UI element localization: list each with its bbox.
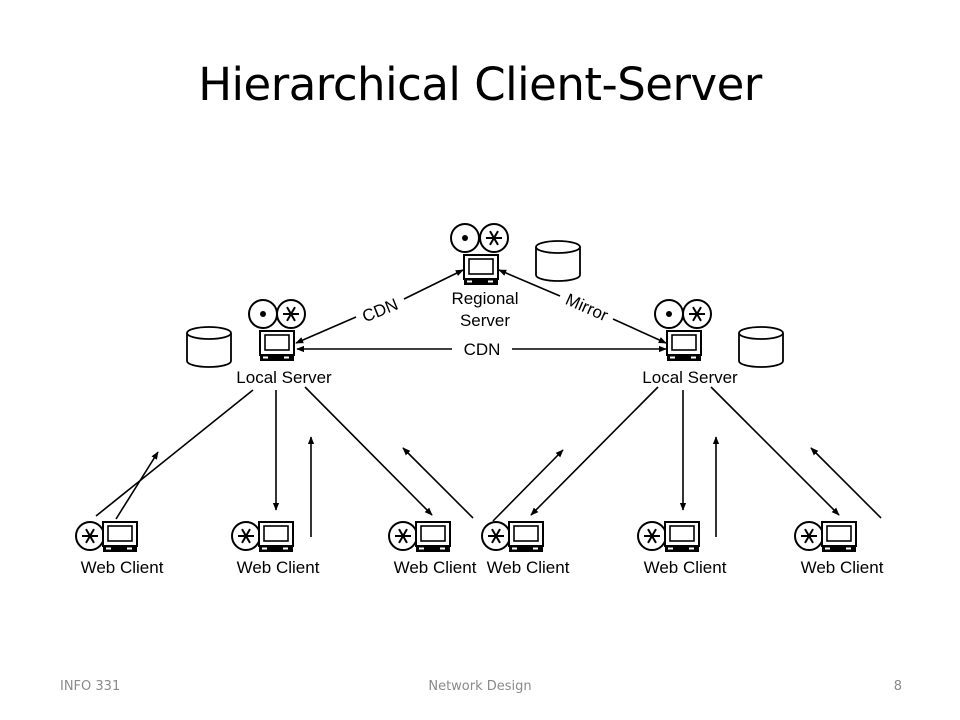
asterisk-icon [388, 521, 418, 551]
asterisk-icon [794, 521, 824, 551]
monitor-icon [664, 521, 700, 553]
web-client: Web Client [388, 521, 477, 577]
response-arrow [530, 386, 659, 516]
web-client-label: Web Client [394, 558, 477, 577]
web-client-label: Web Client [487, 558, 570, 577]
database-icon [535, 240, 581, 282]
regional-server-label-line2: Server [460, 311, 510, 330]
cdn-edge-label: CDN [360, 295, 401, 326]
asterisk-icon [682, 299, 712, 329]
web-client: Web Client [231, 521, 320, 577]
monitor-icon [666, 330, 702, 362]
cdn-edge-label: CDN [464, 340, 501, 359]
dot-icon [248, 299, 278, 329]
web-client: Web Client [75, 521, 164, 577]
request-arrow [492, 449, 564, 522]
response-arrow [304, 386, 433, 516]
monitor-icon [463, 254, 499, 286]
local-server-right: Local Server [642, 299, 784, 387]
footer-page-number: 8 [893, 679, 902, 694]
database-icon [186, 326, 232, 368]
request-arrow [402, 447, 474, 519]
monitor-icon [102, 521, 138, 553]
web-client: Web Client [637, 521, 727, 577]
web-client: Web Client [481, 521, 570, 577]
mirror-arrow-segment [612, 318, 667, 344]
local-server-label: Local Server [236, 368, 332, 387]
asterisk-icon [481, 521, 511, 551]
slide-title: Hierarchical Client-Server [198, 58, 762, 111]
request-arrow [115, 451, 159, 520]
footer-course: INFO 331 [60, 679, 121, 694]
regional-server-label-line1: Regional [451, 289, 518, 308]
asterisk-icon [479, 223, 509, 253]
monitor-icon [258, 521, 294, 553]
database-icon [738, 326, 784, 368]
asterisk-icon [637, 521, 667, 551]
asterisk-icon [231, 521, 261, 551]
response-arrow [710, 386, 840, 516]
monitor-icon [508, 521, 544, 553]
client-links [95, 386, 882, 537]
monitor-icon [259, 330, 295, 362]
local-server-label: Local Server [642, 368, 738, 387]
web-client: Web Client [794, 521, 884, 577]
cdn-arrow-segment [403, 269, 464, 300]
asterisk-icon [75, 521, 105, 551]
regional-server: Regional Server [450, 223, 581, 330]
web-client-label: Web Client [237, 558, 320, 577]
link-line [95, 389, 254, 517]
local-server-left: Local Server [186, 299, 332, 387]
web-client-label: Web Client [801, 558, 884, 577]
asterisk-icon [276, 299, 306, 329]
cdn-arrow-segment [295, 316, 357, 344]
mirror-arrow-segment [498, 269, 561, 297]
dot-icon [654, 299, 684, 329]
mirror-edge-label: Mirror [563, 290, 612, 326]
request-arrow [810, 447, 882, 519]
dot-icon [450, 223, 480, 253]
web-client-label: Web Client [644, 558, 727, 577]
footer-topic: Network Design [428, 679, 532, 694]
web-client-label: Web Client [81, 558, 164, 577]
monitor-icon [415, 521, 451, 553]
monitor-icon [821, 521, 857, 553]
